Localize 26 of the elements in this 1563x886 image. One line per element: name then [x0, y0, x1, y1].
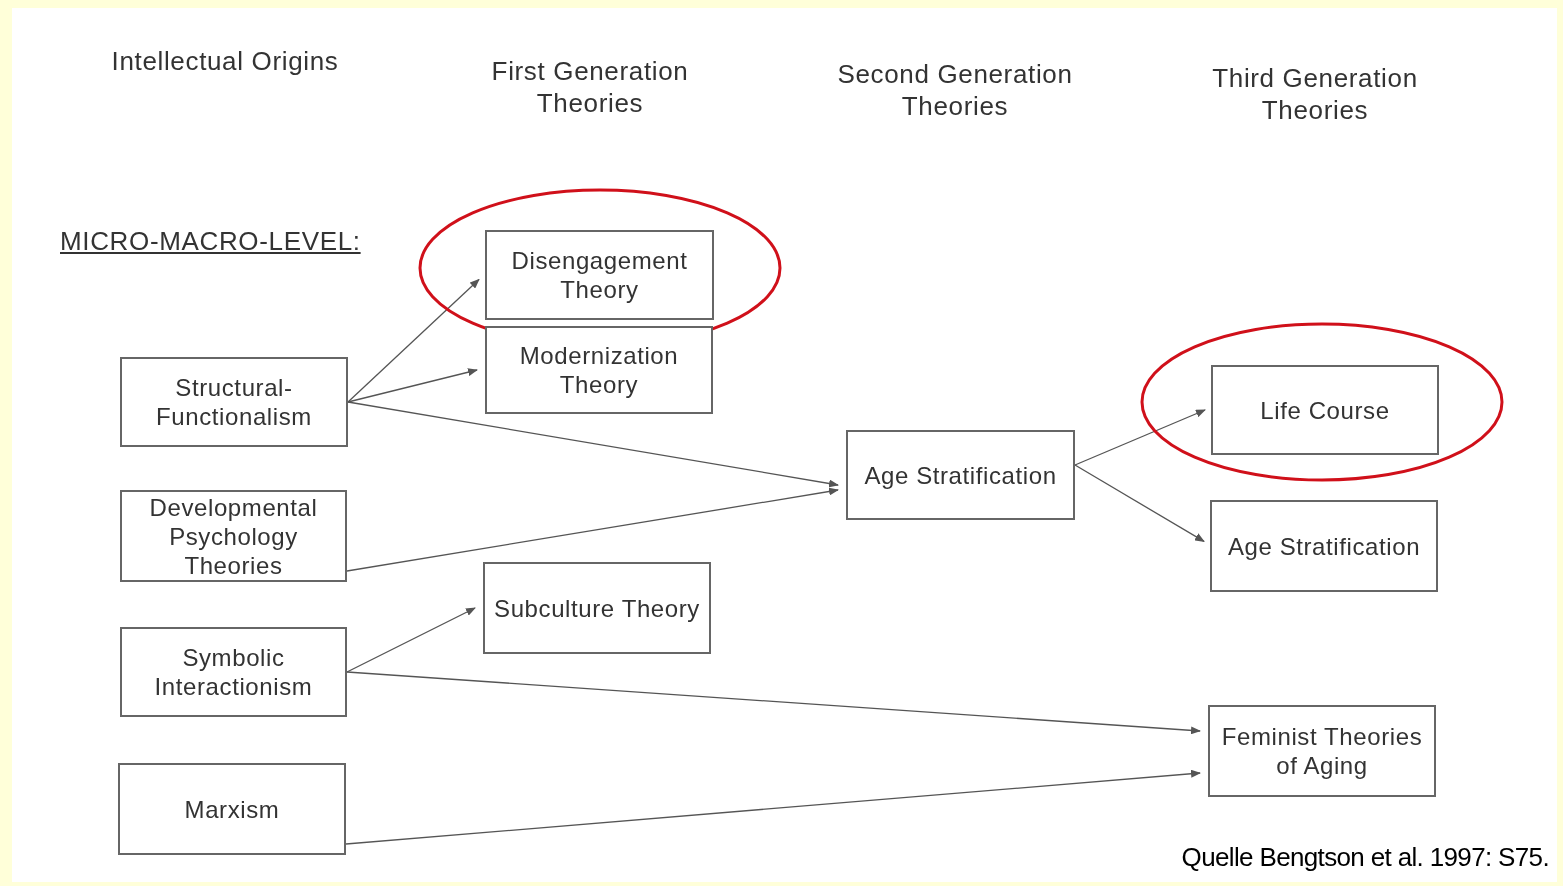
column-heading: Second Generation Theories	[836, 58, 1074, 122]
theory-box: Life Course	[1211, 365, 1439, 455]
column-heading: First Generation Theories	[490, 55, 690, 119]
theory-box: Modernization Theory	[485, 326, 713, 414]
arrow	[346, 487, 839, 572]
arrow	[346, 607, 476, 673]
theory-box: Subculture Theory	[483, 562, 711, 654]
column-heading: Intellectual Origins	[110, 45, 340, 77]
arrow	[347, 401, 839, 488]
arrow	[345, 769, 1201, 845]
theory-box: Disengagement Theory	[485, 230, 714, 320]
source-caption: Quelle Bengtson et al. 1997: S75.	[1181, 841, 1549, 874]
arrow	[347, 278, 480, 403]
arrow	[1074, 464, 1205, 543]
level-label: MICRO-MACRO-LEVEL:	[60, 225, 362, 258]
theory-box: Age Stratification	[1210, 500, 1438, 592]
column-heading: Third Generation Theories	[1211, 62, 1419, 126]
arrow	[1074, 409, 1206, 466]
theory-box: Age Stratification	[846, 430, 1075, 520]
arrow	[346, 671, 1201, 735]
theory-box: Structural-Functionalism	[120, 357, 348, 447]
arrow	[347, 368, 478, 403]
theory-box: Feminist Theories of Aging	[1208, 705, 1436, 797]
theory-box: Symbolic Interactionism	[120, 627, 347, 717]
theory-box: Marxism	[118, 763, 346, 855]
theory-box: Developmental Psychology Theories	[120, 490, 347, 582]
